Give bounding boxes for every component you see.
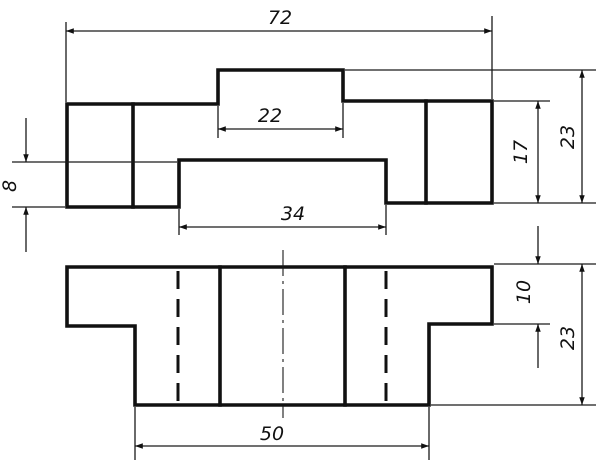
dim-text-72: 72 (268, 7, 292, 29)
top-view-outline (65, 68, 494, 209)
dim-text-50: 50 (260, 423, 284, 445)
dim-text-10: 10 (513, 280, 535, 304)
dim-text-8: 8 (0, 180, 21, 192)
dim-text-22: 22 (258, 105, 282, 127)
dim-text-34: 34 (281, 203, 305, 225)
dim-text-23-bottom: 23 (557, 326, 579, 350)
front-view-outline (65, 265, 494, 407)
dim-text-17: 17 (510, 140, 532, 164)
front-view: 10 23 50 (65, 226, 596, 460)
dim-text-23-top: 23 (557, 125, 579, 149)
top-view: 72 22 34 17 23 8 (0, 7, 596, 252)
